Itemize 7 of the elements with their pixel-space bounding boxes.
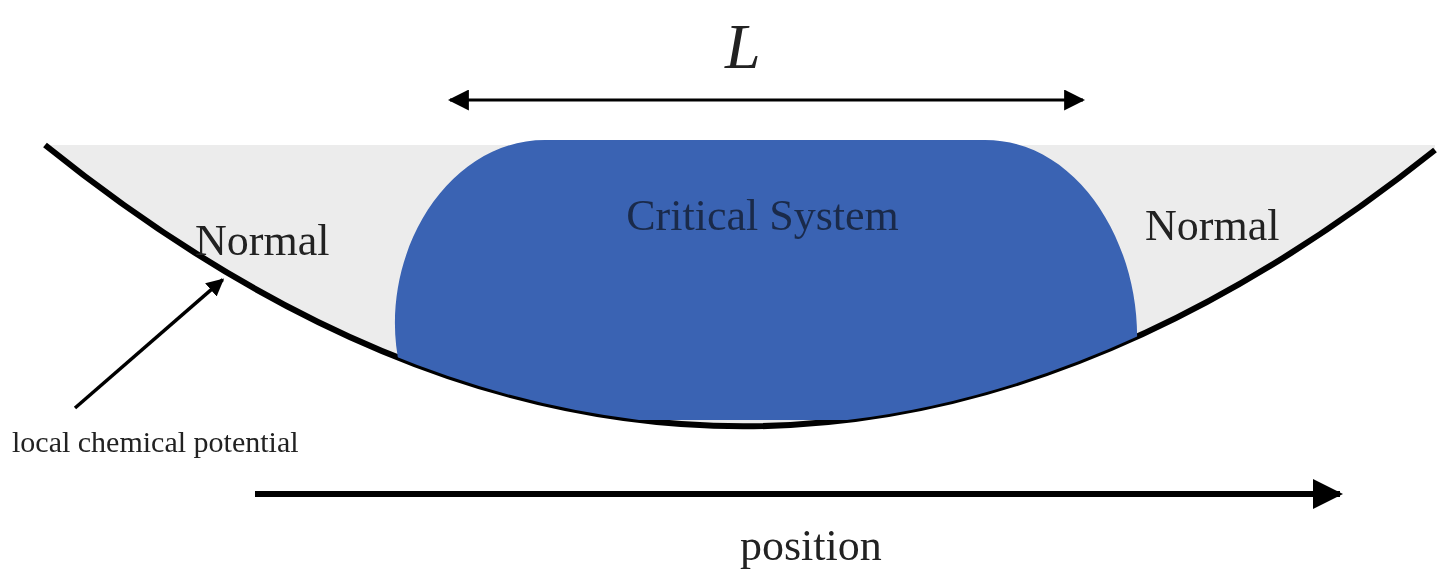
axis-label: position [740, 520, 882, 571]
leader-text: local chemical potential [12, 425, 299, 459]
region-label: Normal [195, 215, 330, 266]
blob-label: Critical System [625, 190, 900, 241]
leader-line [73, 278, 225, 410]
region-label: Normal [1145, 200, 1280, 251]
dimension-label: L [725, 10, 761, 84]
